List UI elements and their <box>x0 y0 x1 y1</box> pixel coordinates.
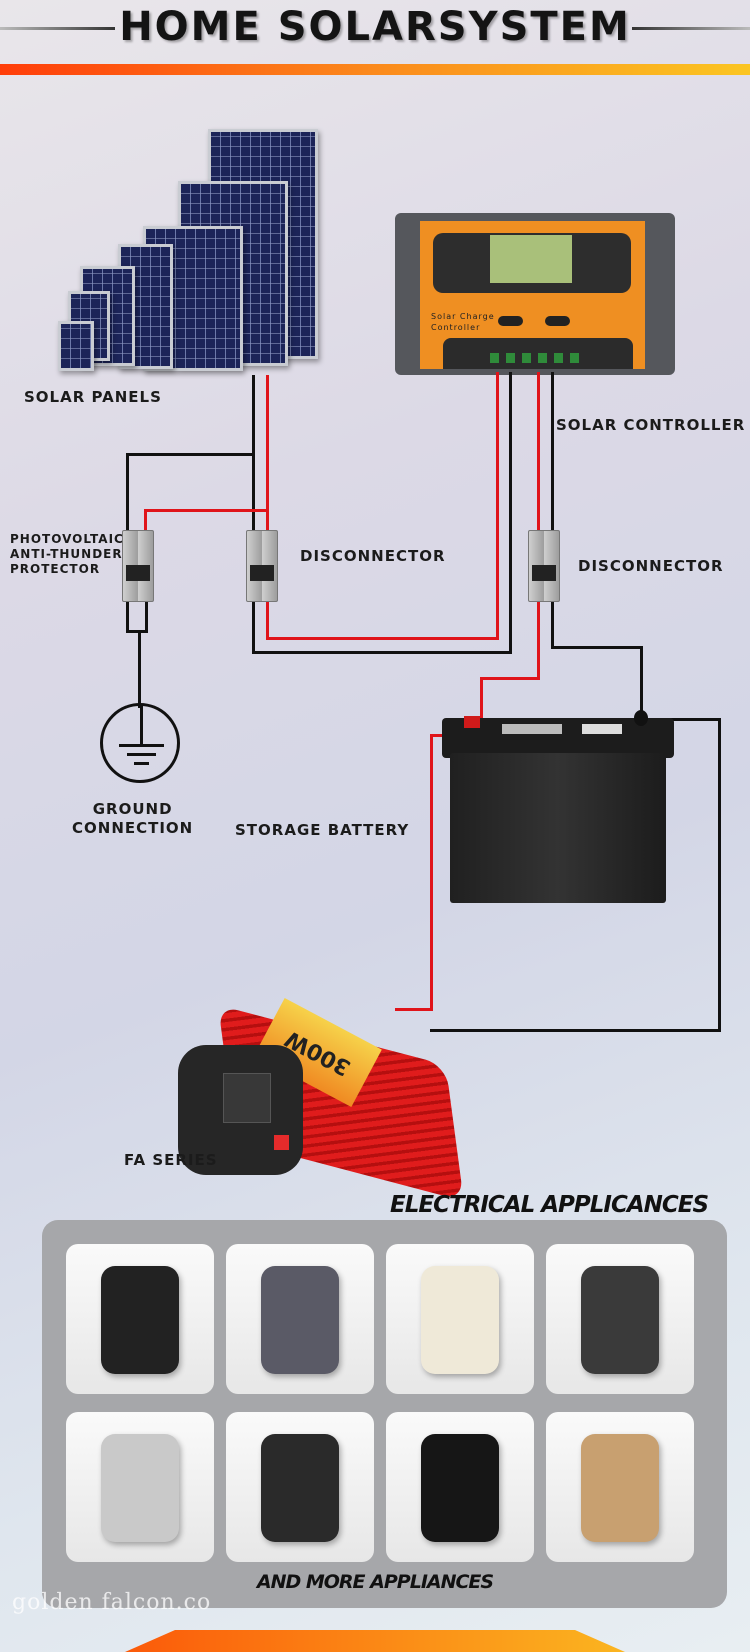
appliance-card-water-dispenser <box>386 1244 534 1394</box>
lcd-screen <box>490 235 572 283</box>
title-rule-left <box>0 27 115 30</box>
ground-symbol-icon <box>100 703 180 783</box>
terminal-block <box>490 353 585 363</box>
disconnector-left-breaker <box>246 530 278 602</box>
storage-battery-image <box>442 708 674 908</box>
negative-terminal <box>634 710 648 726</box>
appliance-card-hair-dryer <box>66 1244 214 1394</box>
ac-outlet <box>223 1073 271 1123</box>
water-dispenser-image <box>421 1266 499 1374</box>
power-switch <box>274 1135 289 1150</box>
controller-brand-line1: Solar Charge <box>431 312 495 321</box>
appliance-card-blender <box>66 1412 214 1562</box>
electric-kettle-image <box>421 1434 499 1542</box>
appliance-card-standing-fan <box>546 1412 694 1562</box>
title-rule-right <box>632 27 750 30</box>
coffee-machine-image <box>261 1434 339 1542</box>
appliance-card-electric-kettle <box>386 1412 534 1562</box>
appliances-heading: ELECTRICAL APPLICANCES <box>390 1192 709 1218</box>
disconnector-left-label: DISCONNECTOR <box>300 547 446 565</box>
inverter-image: 300W <box>178 985 464 1202</box>
ground-label: GROUND CONNECTION <box>72 800 193 838</box>
inverter-label: FA SERIES <box>124 1151 218 1169</box>
blender-image <box>101 1434 179 1542</box>
positive-terminal <box>464 716 480 728</box>
appliance-card-coffee-machine <box>226 1412 374 1562</box>
accent-bar <box>0 64 750 75</box>
ground-label-line2: CONNECTION <box>72 818 194 837</box>
ground-label-line1: GROUND <box>92 800 173 818</box>
storage-battery-label: STORAGE BATTERY <box>235 821 410 839</box>
rice-cooker-image <box>581 1266 659 1374</box>
disconnector-right-breaker <box>528 530 560 602</box>
protector-label: PHOTOVOLTAIC ANTI-THUNDER PROTECTOR <box>10 532 124 577</box>
hair-dryer-image <box>101 1266 179 1374</box>
solar-panels-image <box>58 126 323 381</box>
bottom-accent-tab <box>125 1630 625 1652</box>
solar-panels-label: SOLAR PANELS <box>24 388 162 406</box>
protector-label-line3: PROTECTOR <box>10 562 101 576</box>
controller-button-2 <box>545 316 570 326</box>
appliance-card-rice-cooker <box>546 1244 694 1394</box>
page-title: HOME SOLARSYSTEM <box>119 4 631 50</box>
protector-label-line2: ANTI-THUNDER <box>10 547 123 561</box>
watermark: golden falcon.co <box>12 1590 212 1615</box>
disconnector-right-label: DISCONNECTOR <box>578 557 724 575</box>
protector-label-line1: PHOTOVOLTAIC <box>10 532 124 546</box>
solar-charge-controller: Solar Charge Controller <box>395 213 675 375</box>
appliances-footer: AND MORE APPLIANCES <box>256 1571 494 1593</box>
appliance-card-stand-mixer <box>226 1244 374 1394</box>
controller-button-1 <box>498 316 523 326</box>
stand-mixer-image <box>261 1266 339 1374</box>
standing-fan-image <box>581 1434 659 1542</box>
controller-brand-line2: Controller <box>431 323 481 333</box>
anti-thunder-protector-breaker <box>122 530 154 602</box>
solar-controller-label: SOLAR CONTROLLER <box>556 416 746 434</box>
